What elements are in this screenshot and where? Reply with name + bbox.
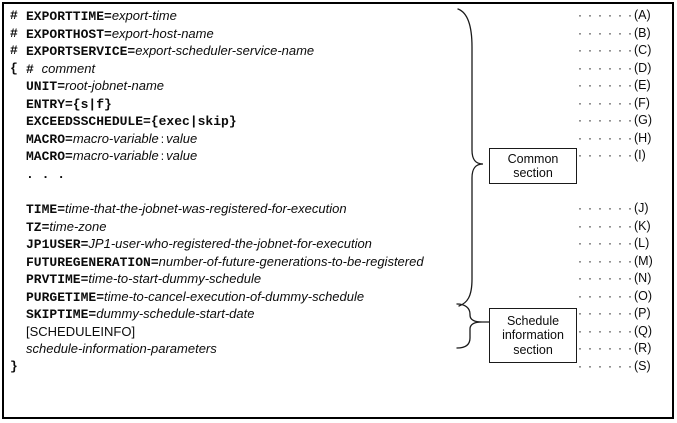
- diagram-border: [2, 2, 674, 419]
- line-label: (E): [634, 78, 651, 93]
- code-text: JP1USER=JP1-user-who-registered-the-jobn…: [26, 236, 372, 253]
- common-section-box: Common section: [489, 148, 577, 184]
- common-section-brace: [457, 8, 484, 307]
- line-label: (H): [634, 130, 652, 145]
- code-prefix: #: [10, 25, 18, 41]
- code-text: UNIT=root-jobnet-name: [26, 78, 165, 95]
- leader-dots: ······: [578, 358, 638, 373]
- code-line: TZ=time-zone ······(K): [0, 218, 677, 236]
- code-text: TZ=time-zone: [26, 218, 107, 235]
- code-line: # EXPORTTIME=export-time ······(A): [0, 7, 677, 25]
- code-line: MACRO=macro-variable:value ······(H): [0, 130, 677, 148]
- line-label: (D): [634, 60, 652, 75]
- line-label: (R): [634, 341, 652, 356]
- code-text: FUTUREGENERATION=number-of-future-genera…: [26, 253, 424, 270]
- code-prefix: }: [10, 358, 18, 374]
- leader-dots: ······: [578, 288, 638, 303]
- code-text: . . .: [26, 166, 66, 182]
- code-line: . . .: [0, 165, 677, 183]
- code-line: PURGETIME=time-to-cancel-execution-of-du…: [0, 288, 677, 306]
- leader-dots: ······: [578, 271, 638, 286]
- code-line: [SCHEDULEINFO] ······(Q): [0, 323, 677, 341]
- leader-dots: ······: [578, 218, 638, 233]
- line-label: (P): [634, 306, 651, 321]
- code-line: [0, 182, 677, 200]
- code-line: schedule-information-parameters ······(R): [0, 340, 677, 358]
- common-section-label: Common section: [507, 151, 559, 181]
- code-text: PURGETIME=time-to-cancel-execution-of-du…: [26, 288, 365, 305]
- code-line: ENTRY={s|f} ······(F): [0, 95, 677, 113]
- code-text: MACRO=macro-variable:value: [26, 130, 198, 147]
- code-line: TIME=time-that-the-jobnet-was-registered…: [0, 200, 677, 218]
- code-line: } ······(S): [0, 358, 677, 376]
- code-text: EXCEEDSSCHEDULE={exec|skip}: [26, 114, 237, 130]
- code-text: SKIPTIME=dummy-schedule-start-date: [26, 306, 255, 323]
- code-text: TIME=time-that-the-jobnet-was-registered…: [26, 201, 347, 218]
- line-label: (J): [634, 201, 649, 216]
- leader-dots: ······: [578, 306, 638, 321]
- code-line: FUTUREGENERATION=number-of-future-genera…: [0, 253, 677, 271]
- leader-dots: ······: [578, 148, 638, 163]
- code-line: # EXPORTSERVICE=export-scheduler-service-…: [0, 42, 677, 60]
- schedule-section-brace: [456, 303, 490, 349]
- leader-dots: ······: [578, 95, 638, 110]
- leader-dots: ······: [578, 201, 638, 216]
- code-line: JP1USER=JP1-user-who-registered-the-jobn…: [0, 235, 677, 253]
- leader-dots: ······: [578, 78, 638, 93]
- code-text: # comment: [26, 60, 96, 77]
- leader-dots: ······: [578, 253, 638, 268]
- schedule-section-label: Schedule information section: [502, 313, 564, 357]
- code-line: PRVTIME=time-to-start-dummy-schedule ····…: [0, 270, 677, 288]
- schedule-section-box: Schedule information section: [489, 308, 577, 363]
- code-prefix: #: [10, 8, 18, 23]
- code-text: MACRO=macro-variable:value: [26, 148, 198, 165]
- leader-dots: ······: [578, 236, 638, 251]
- code-text: EXPORTTIME=export-time: [26, 8, 177, 24]
- line-label: (S): [634, 358, 651, 373]
- code-line: EXCEEDSSCHEDULE={exec|skip} ······(G): [0, 112, 677, 130]
- code-prefix: #: [10, 43, 18, 59]
- line-label: (I): [634, 148, 646, 163]
- code-line: UNIT=root-jobnet-name ······(E): [0, 77, 677, 95]
- line-label: (C): [634, 43, 652, 58]
- code-line: SKIPTIME=dummy-schedule-start-date ······…: [0, 305, 677, 323]
- code-listing: #EXPORTTIME=export-time······(A)#EXPORTH…: [0, 7, 677, 375]
- leader-dots: ······: [578, 130, 638, 145]
- code-line: MACRO=macro-variable:value ······(I): [0, 147, 677, 165]
- line-label: (K): [634, 218, 651, 233]
- line-label: (M): [634, 253, 653, 268]
- line-label: (Q): [634, 323, 653, 338]
- code-text: PRVTIME=time-to-start-dummy-schedule: [26, 271, 262, 288]
- line-label: (O): [634, 288, 653, 303]
- line-label: (L): [634, 236, 650, 251]
- line-label: (F): [634, 95, 650, 110]
- code-text: EXPORTHOST=export-host-name: [26, 25, 214, 42]
- leader-dots: ······: [578, 8, 638, 22]
- leader-dots: ······: [578, 43, 638, 58]
- leader-dots: ······: [578, 25, 638, 40]
- code-text: EXPORTSERVICE=export-scheduler-service-n…: [26, 43, 315, 60]
- code-line: { # comment ······(D): [0, 60, 677, 78]
- line-label: (B): [634, 25, 651, 40]
- code-prefix: {: [10, 60, 18, 76]
- line-label: (N): [634, 271, 652, 286]
- line-label: (G): [634, 113, 653, 128]
- leader-dots: ······: [578, 60, 638, 75]
- leader-dots: ······: [578, 113, 638, 128]
- leader-dots: ······: [578, 341, 638, 356]
- code-text: ENTRY={s|f}: [26, 96, 112, 112]
- leader-dots: ······: [578, 323, 638, 338]
- line-label: (A): [634, 8, 651, 22]
- code-line: # EXPORTHOST=export-host-name ······(B): [0, 25, 677, 43]
- code-text: [SCHEDULEINFO]: [26, 323, 136, 339]
- code-text: schedule-information-parameters: [26, 341, 217, 357]
